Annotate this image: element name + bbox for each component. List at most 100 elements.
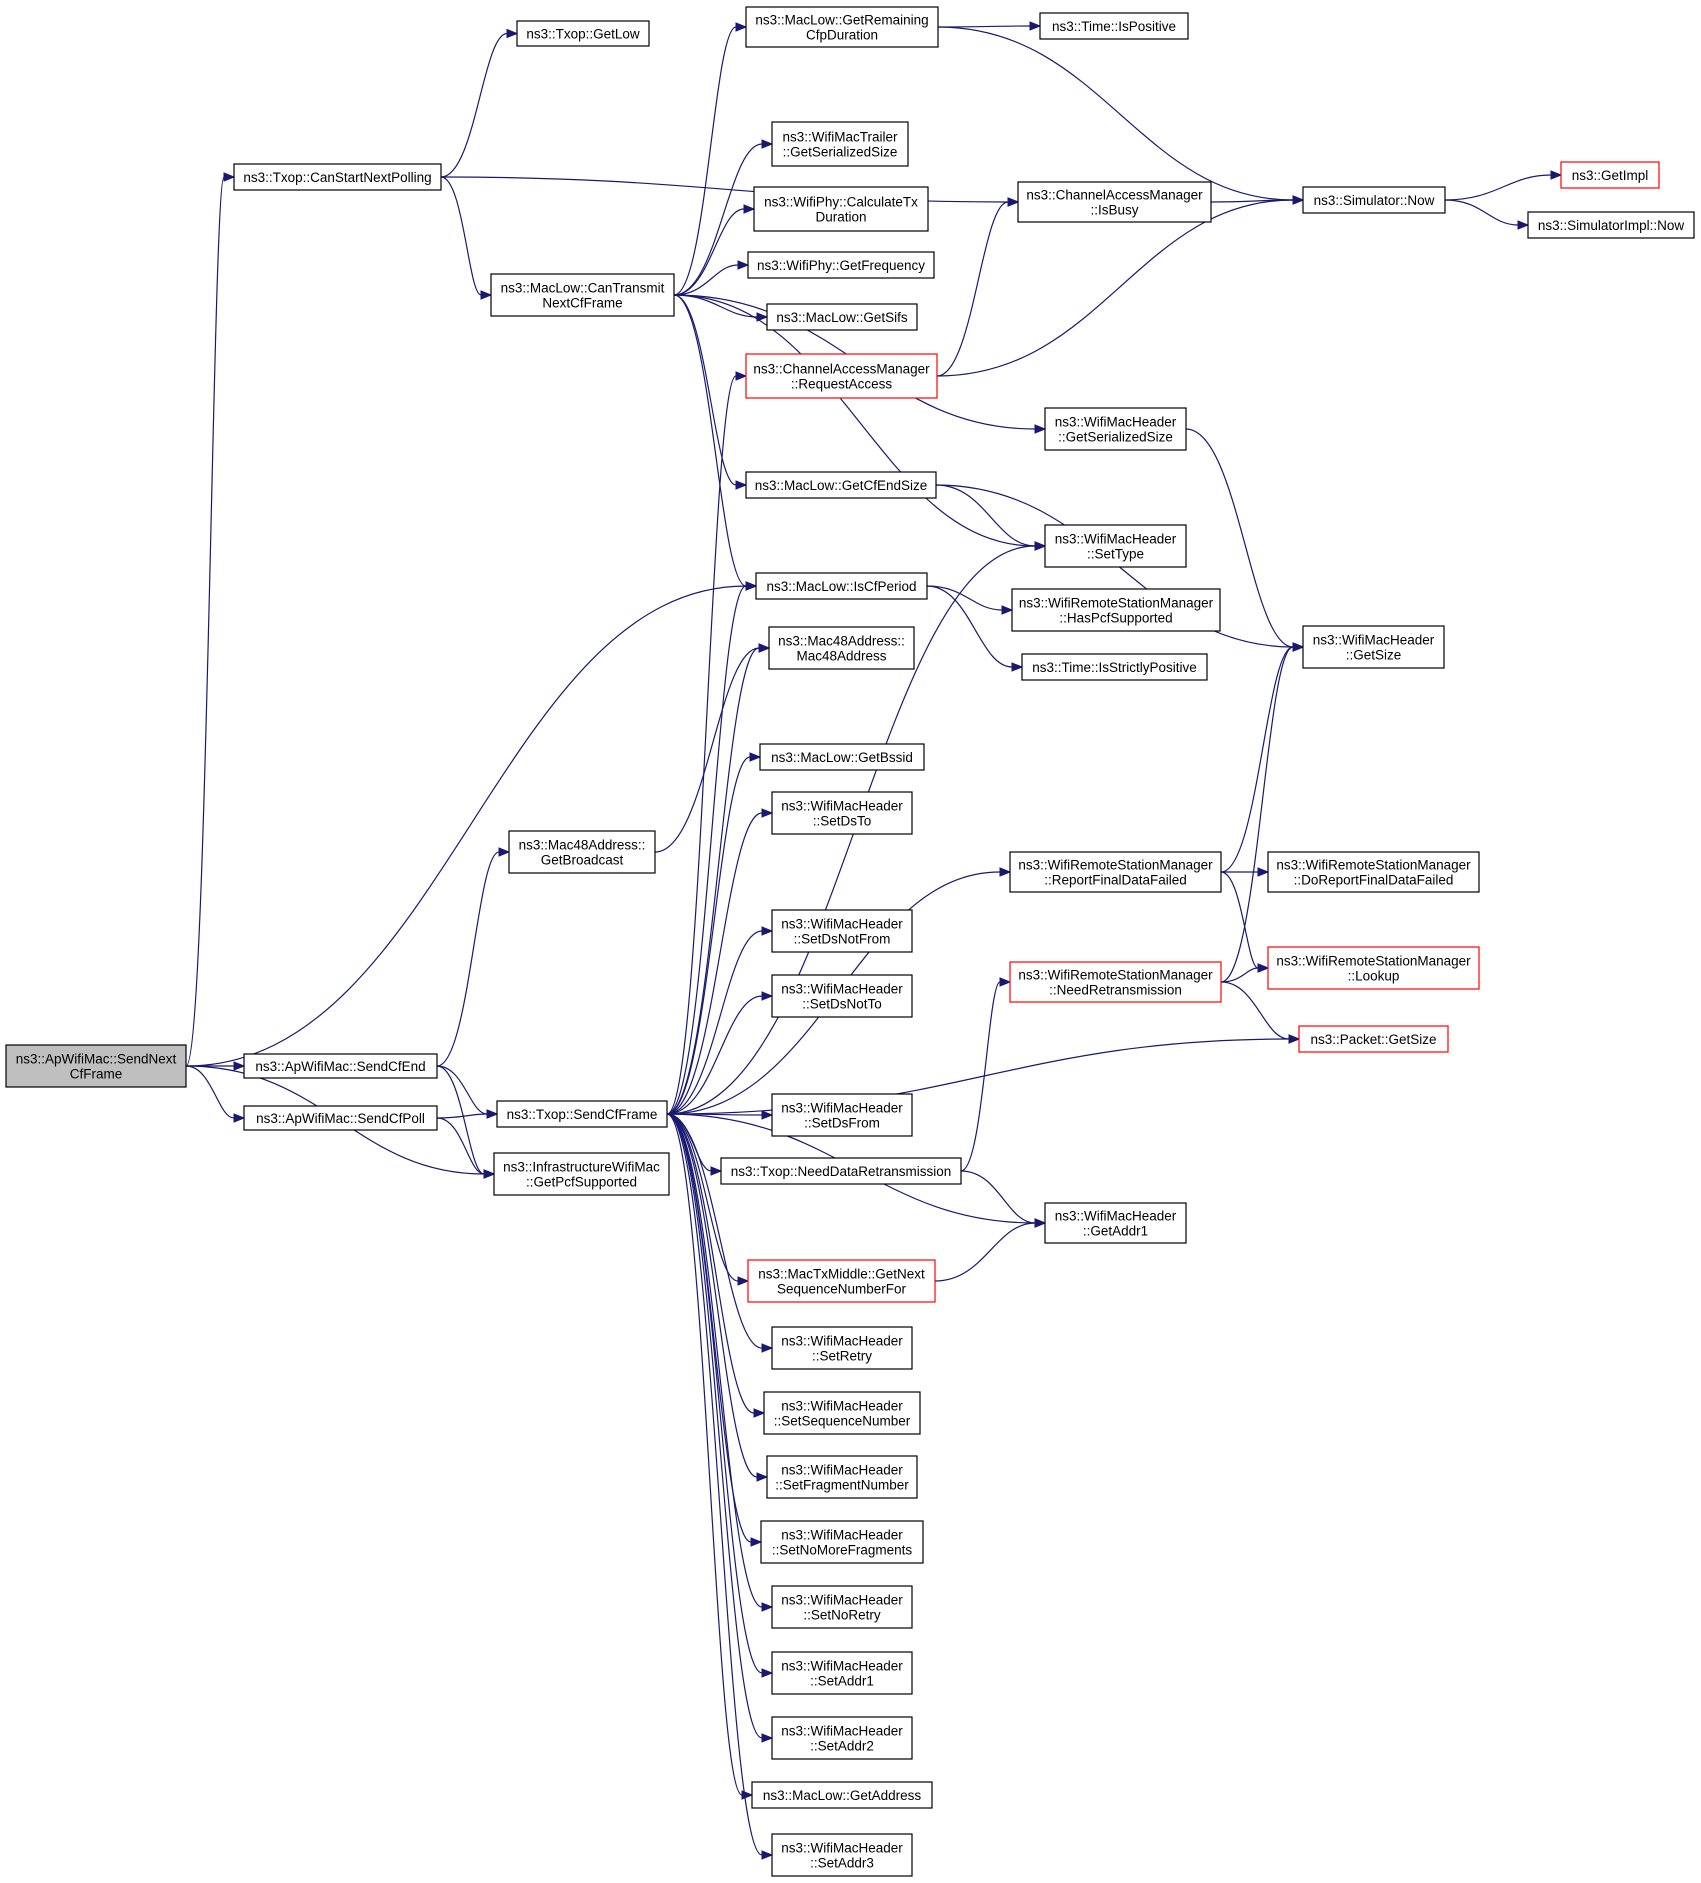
node-set-ds-to[interactable]: ns3::WifiMacHeader::SetDsTo [771, 791, 913, 835]
node-box [747, 251, 935, 279]
edge-line [1444, 199, 1519, 226]
node-need-retransmission[interactable]: ns3::WifiRemoteStationManager::NeedRetra… [1009, 961, 1222, 1003]
node-label: ns3::ChannelAccessManager [753, 362, 930, 377]
node-has-pcf-supported[interactable]: ns3::WifiRemoteStationManager::HasPcfSup… [1011, 588, 1221, 632]
edge-line [1220, 646, 1294, 983]
node-need-data-retransmission[interactable]: ns3::Txop::NeedDataRetransmission [720, 1157, 962, 1185]
node-box [771, 974, 913, 1018]
node-label: ::SetSequenceNumber [774, 1414, 911, 1429]
node-header-get-serialized-size[interactable]: ns3::WifiMacHeader::GetSerializedSize [1044, 407, 1187, 451]
node-set-ds-from[interactable]: ns3::WifiMacHeader::SetDsFrom [771, 1093, 913, 1137]
node-send-cf-poll[interactable]: ns3::ApWifiMac::SendCfPoll [243, 1105, 438, 1131]
edge-line [436, 1117, 485, 1175]
edge-need-data-retransmission-to-need-retransmission [960, 977, 1012, 1172]
node-set-addr1[interactable]: ns3::WifiMacHeader::SetAddr1 [771, 1651, 913, 1695]
edge-line [935, 484, 1036, 547]
node-set-no-retry[interactable]: ns3::WifiMacHeader::SetNoRetry [771, 1585, 913, 1629]
edge-report-final-data-failed-to-lookup [1220, 871, 1270, 973]
edge-line [185, 585, 747, 1067]
edge-send-cf-frame-to-set-sequence-number [666, 1113, 766, 1418]
node-label: ns3::MacLow::GetSifs [776, 310, 908, 325]
edge-send-cf-frame-to-set-addr3 [666, 1113, 774, 1860]
node-box [771, 1716, 913, 1760]
node-simulator-impl-now[interactable]: ns3::SimulatorImpl::Now [1527, 211, 1695, 239]
node-get-bssid[interactable]: ns3::MacLow::GetBssid [759, 743, 925, 771]
node-send-cf-frame[interactable]: ns3::Txop::SendCfFrame [496, 1100, 668, 1128]
node-label: ::SetDsTo [813, 814, 872, 829]
node-label: ns3::Simulator::Now [1314, 193, 1435, 208]
node-label: ::SetDsFrom [804, 1116, 880, 1131]
edge-arrowhead [1011, 662, 1024, 672]
node-get-pcf-supported[interactable]: ns3::InfrastructureWifiMac::GetPcfSuppor… [493, 1152, 670, 1196]
node-set-addr2[interactable]: ns3::WifiMacHeader::SetAddr2 [771, 1716, 913, 1760]
node-label: ns3::WifiMacHeader [1313, 633, 1435, 648]
node-get-sifs[interactable]: ns3::MacLow::GetSifs [766, 303, 918, 331]
node-is-strictly-positive[interactable]: ns3::Time::IsStrictlyPositive [1021, 653, 1208, 681]
node-set-addr3[interactable]: ns3::WifiMacHeader::SetAddr3 [771, 1833, 913, 1877]
edge-arrowhead [737, 260, 750, 270]
node-get-impl[interactable]: ns3::GetImpl [1560, 161, 1660, 189]
node-mac48-address[interactable]: ns3::Mac48Address::Mac48Address [768, 626, 915, 670]
node-set-ds-not-to[interactable]: ns3::WifiMacHeader::SetDsNotTo [771, 974, 913, 1018]
edge-line [436, 1113, 488, 1119]
node-simulator-now[interactable]: ns3::Simulator::Now [1302, 186, 1446, 214]
node-header-get-size[interactable]: ns3::WifiMacHeader::GetSize [1302, 625, 1445, 669]
node-label: ns3::WifiMacHeader [781, 1399, 903, 1414]
node-set-type[interactable]: ns3::WifiMacHeader::SetType [1044, 524, 1187, 568]
node-time-is-positive[interactable]: ns3::Time::IsPositive [1039, 12, 1189, 40]
node-box [516, 20, 650, 47]
edge-arrowhead [506, 28, 519, 39]
node-trailer-get-serialized-size[interactable]: ns3::WifiMacTrailer::GetSerializedSize [771, 121, 909, 167]
node-get-frequency[interactable]: ns3::WifiPhy::GetFrequency [747, 251, 935, 279]
edge-arrowhead [1550, 170, 1563, 180]
edge-send-cf-poll-to-send-cf-frame [436, 1109, 499, 1119]
node-report-final-data-failed[interactable]: ns3::WifiRemoteStationManager::ReportFin… [1009, 851, 1222, 893]
node-request-access[interactable]: ns3::ChannelAccessManager::RequestAccess [745, 353, 938, 399]
edge-simulator-now-to-get-impl [1444, 170, 1563, 201]
node-get-addr1[interactable]: ns3::WifiMacHeader::GetAddr1 [1044, 1202, 1187, 1244]
node-label: ::RequestAccess [791, 377, 893, 392]
edge-line [1185, 428, 1294, 648]
node-box [1009, 961, 1222, 1003]
node-do-report-final-data-failed[interactable]: ns3::WifiRemoteStationManager::DoReportF… [1267, 851, 1480, 893]
edge-can-start-next-polling-to-txop-get-low [440, 28, 519, 178]
edge-request-access-to-simulator-now [936, 195, 1305, 377]
node-label: ::SetNoRetry [803, 1608, 881, 1623]
node-set-retry[interactable]: ns3::WifiMacHeader::SetRetry [771, 1326, 913, 1370]
node-label: ns3::WifiMacHeader [781, 1659, 903, 1674]
edge-arrowhead [735, 371, 748, 381]
edge-arrowhead [756, 312, 769, 322]
node-can-start-next-polling[interactable]: ns3::Txop::CanStartNextPolling [233, 163, 442, 191]
edge-arrowhead [1292, 642, 1305, 652]
node-is-busy[interactable]: ns3::ChannelAccessManager::IsBusy [1017, 181, 1212, 223]
node-get-address[interactable]: ns3::MacLow::GetAddress [751, 1781, 933, 1809]
node-set-ds-not-from[interactable]: ns3::WifiMacHeader::SetDsNotFrom [771, 909, 913, 953]
node-get-cf-end-size[interactable]: ns3::MacLow::GetCfEndSize [745, 471, 937, 499]
node-label: ns3::WifiMacHeader [1055, 532, 1177, 547]
node-is-cf-period[interactable]: ns3::MacLow::IsCfPeriod [755, 572, 928, 600]
node-box [1298, 1025, 1449, 1053]
node-packet-get-size[interactable]: ns3::Packet::GetSize [1298, 1025, 1449, 1053]
node-box [745, 6, 939, 48]
edge-line [666, 1113, 763, 1739]
node-send-cf-end[interactable]: ns3::ApWifiMac::SendCfEnd [243, 1053, 438, 1079]
node-txop-get-low[interactable]: ns3::Txop::GetLow [516, 20, 650, 47]
edge-line [666, 647, 760, 1115]
node-label: ns3::MacLow::GetAddress [763, 1788, 922, 1803]
edge-line [673, 294, 747, 587]
node-get-broadcast[interactable]: ns3::Mac48Address::GetBroadcast [508, 830, 656, 874]
node-get-next-sequence-number-for[interactable]: ns3::MacTxMiddle::GetNextSequenceNumberF… [747, 1259, 936, 1303]
node-lookup[interactable]: ns3::WifiRemoteStationManager::Lookup [1267, 946, 1480, 990]
edge-line [666, 930, 763, 1115]
edge-arrowhead [1001, 605, 1014, 615]
node-label: ns3::ChannelAccessManager [1026, 188, 1203, 203]
edge-send-cf-frame-to-set-addr1 [666, 1113, 774, 1678]
node-set-no-more-fragments[interactable]: ns3::WifiMacHeader::SetNoMoreFragments [760, 1520, 924, 1564]
node-set-sequence-number[interactable]: ns3::WifiMacHeader::SetSequenceNumber [763, 1391, 921, 1435]
node-label: ns3::Txop::GetLow [526, 27, 640, 42]
node-set-fragment-number[interactable]: ns3::WifiMacHeader::SetFragmentNumber [766, 1455, 918, 1499]
